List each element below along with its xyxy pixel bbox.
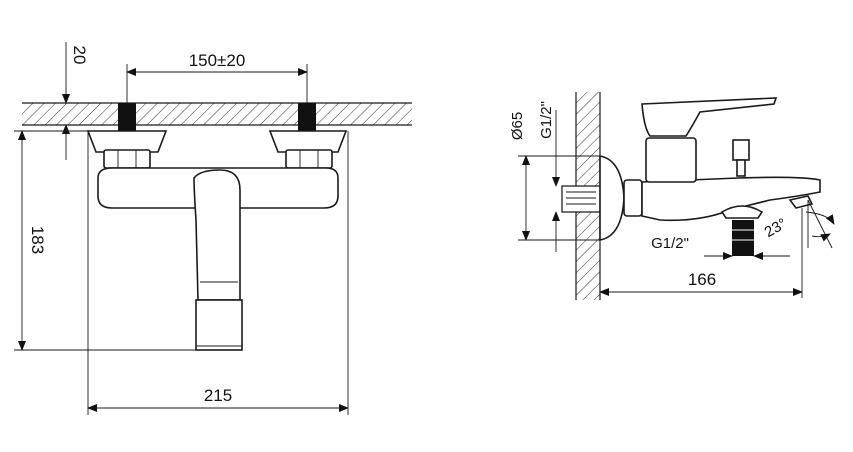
nut-left bbox=[103, 149, 151, 169]
dim-width-label: 215 bbox=[204, 386, 232, 405]
dim-wall-label: 20 bbox=[70, 46, 89, 65]
mixer-body-side bbox=[641, 176, 821, 222]
dim-projection-label: 166 bbox=[688, 270, 716, 289]
front-view: 150±20 20 183 215 bbox=[14, 42, 412, 415]
escutcheon-right bbox=[268, 130, 348, 153]
escutcheon-left bbox=[86, 130, 168, 153]
dim-angle-label: 23° bbox=[762, 215, 790, 241]
outlet-thread-side bbox=[732, 220, 754, 256]
dim-thread-outlet-label: G1/2" bbox=[651, 235, 689, 252]
wall-hatch-front bbox=[22, 103, 412, 125]
escutcheon-side bbox=[599, 155, 625, 241]
dim-diameter-label: Ø65 bbox=[509, 112, 526, 140]
dim-height-label: 183 bbox=[28, 226, 47, 254]
spout-front bbox=[193, 169, 241, 301]
nut-right bbox=[285, 149, 333, 169]
spout-tip-side bbox=[788, 195, 814, 209]
inlet-thread-side bbox=[561, 185, 601, 213]
cartridge-side bbox=[645, 137, 697, 183]
side-view: Ø65 G1/2" G1/2" 166 23° bbox=[509, 92, 835, 300]
dim-spacing-label: 150±20 bbox=[189, 51, 246, 70]
shower-connector bbox=[720, 205, 764, 219]
nut-side bbox=[623, 179, 643, 217]
diverter-stem bbox=[736, 159, 746, 177]
dim-thread-wall-label: G1/2" bbox=[538, 101, 555, 139]
diverter-knob bbox=[732, 139, 750, 161]
inlet-pipe-right bbox=[298, 103, 316, 131]
inlet-pipe-left bbox=[118, 103, 136, 131]
spout-outlet-front bbox=[195, 299, 243, 351]
lever-handle-side bbox=[641, 97, 778, 137]
